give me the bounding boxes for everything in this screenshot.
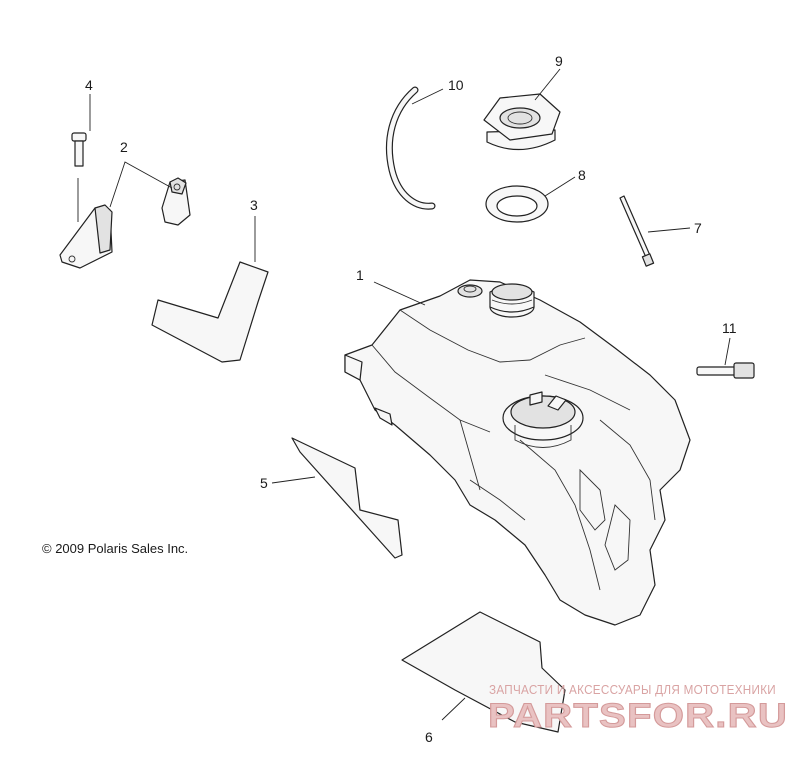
hose-fitting [696,362,755,379]
callout-2: 2 [120,139,128,155]
fuel-cap [483,93,561,151]
strap [619,195,655,267]
callout-7: 7 [694,220,702,236]
watermark: ЗАПЧАСТИ И АКСЕССУАРЫ ДЛЯ МОТОТЕХНИКИ PA… [488,683,788,736]
callout-4: 4 [85,77,93,93]
callout-8: 8 [578,167,586,183]
watermark-brand: PARTSFOR.RU [488,697,788,735]
fuel-tank [344,279,691,626]
vent-hose [385,86,436,210]
tank-pad [291,437,403,559]
mounting-brackets [59,177,191,269]
watermark-tagline: ЗАПЧАСТИ И АКСЕССУАРЫ ДЛЯ МОТОТЕХНИКИ [489,683,776,697]
copyright-notice: © 2009 Polaris Sales Inc. [42,541,188,556]
leader-lines [77,68,731,721]
gasket-ring [485,185,549,223]
callout-11: 11 [722,320,737,336]
callout-labels: 1 2 3 4 5 6 7 8 9 10 11 [85,53,737,745]
callout-6: 6 [425,729,433,745]
callout-5: 5 [260,475,268,491]
bottom-pad [401,611,566,733]
callout-1: 1 [356,267,364,283]
callout-3: 3 [250,197,258,213]
callout-9: 9 [555,53,563,69]
callout-10: 10 [448,77,464,93]
bolt [71,132,87,167]
foam-pad [151,261,269,363]
